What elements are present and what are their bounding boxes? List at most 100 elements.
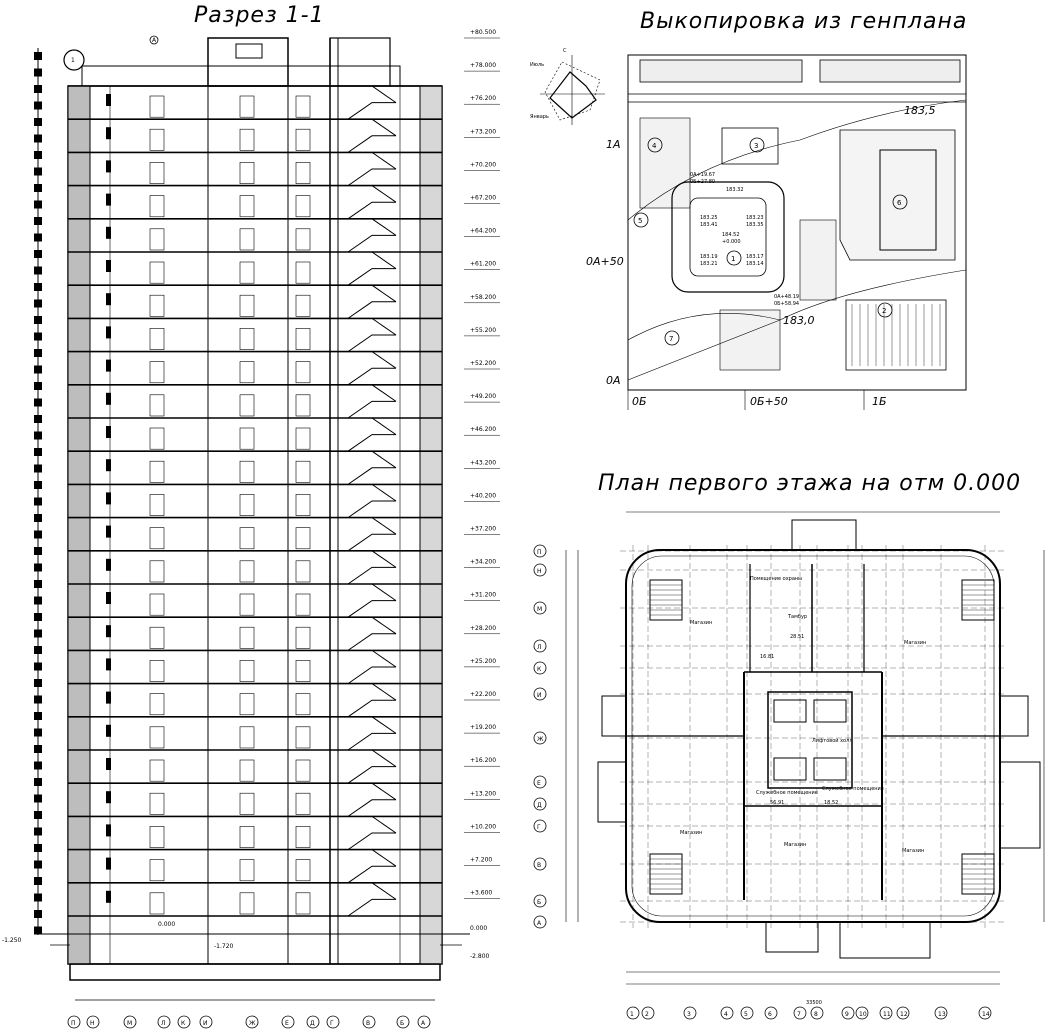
- zone-3: 3: [754, 142, 758, 150]
- door-opening: [149, 759, 165, 782]
- stair-flight: [371, 583, 397, 602]
- window-mark: [106, 857, 111, 870]
- row-axis-label: И: [537, 692, 542, 699]
- roof-parapet: [81, 65, 401, 87]
- door-opening: [239, 593, 255, 616]
- level-label: +70.200: [470, 161, 496, 168]
- axis-label: Б: [400, 1020, 404, 1027]
- door-opening: [149, 892, 165, 915]
- level-label: +49.200: [470, 393, 496, 400]
- facade-hatch-left: [67, 85, 91, 965]
- stair-flight: [371, 284, 397, 303]
- door-opening: [295, 626, 311, 649]
- left-tick: [34, 464, 42, 473]
- stair-flight: [347, 234, 396, 253]
- door-opening: [149, 361, 165, 384]
- col-axis-label: 14: [982, 1011, 990, 1018]
- level-label: +67.200: [470, 195, 496, 202]
- row-axis-bubble: [533, 894, 547, 908]
- elev-a: 183.32: [726, 187, 744, 193]
- left-tick: [34, 629, 42, 638]
- grid-1b: 1Б: [872, 395, 887, 408]
- area-3: 56.91: [770, 800, 784, 806]
- window-mark: [106, 658, 111, 671]
- door-opening: [239, 892, 255, 915]
- door-opening: [239, 228, 255, 251]
- door-opening: [239, 859, 255, 882]
- col-axis-bubble: [764, 1006, 778, 1020]
- door-opening: [295, 527, 311, 550]
- axis-bubble: [326, 1015, 340, 1029]
- stair-flight: [347, 732, 396, 751]
- stair-flight: [371, 550, 397, 568]
- stair-flight: [347, 301, 396, 319]
- floor-slabs: [68, 85, 442, 917]
- door-opening: [239, 560, 255, 583]
- row-axis-label: В: [537, 862, 541, 869]
- row-axis-bubble: [533, 775, 547, 789]
- level-label: +7.200: [470, 857, 492, 864]
- left-tick: [34, 118, 42, 126]
- stair-flight: [347, 566, 396, 585]
- col-axis-label: 11: [883, 1011, 891, 1018]
- row-axis-label: Г: [537, 824, 541, 831]
- door-opening: [295, 162, 311, 184]
- axis-marker-text: А: [152, 37, 157, 44]
- level-label: +19.200: [470, 724, 496, 731]
- door-opening: [149, 693, 165, 716]
- window-mark: [106, 890, 111, 903]
- col-axis-bubble: [793, 1006, 807, 1020]
- grid-0b50: 0Б+50: [750, 395, 788, 408]
- door-opening: [239, 527, 255, 550]
- section-marker-text: 1: [71, 57, 75, 64]
- window-mark: [106, 160, 111, 173]
- col-axis-label: 5: [744, 1011, 748, 1018]
- elev-b2: 183.41: [700, 222, 718, 228]
- door-opening: [149, 593, 165, 616]
- left-tick: [34, 926, 42, 935]
- col-axis-bubble: [934, 1006, 948, 1020]
- room-storage: Помещение охраны: [750, 576, 802, 582]
- row-axis-label: Л: [537, 644, 542, 651]
- window-mark: [106, 592, 111, 604]
- left-tick: [34, 52, 42, 60]
- left-tick: [34, 233, 42, 242]
- stair-flight: [371, 185, 397, 203]
- door-opening: [295, 792, 311, 815]
- col-axis-bubble: [641, 1006, 655, 1020]
- window-mark: [106, 326, 111, 339]
- stair-flight: [371, 782, 397, 801]
- row-axis-bubble: [533, 661, 547, 675]
- stair-flight: [347, 533, 396, 552]
- left-tick: [34, 497, 42, 506]
- stair-flight: [371, 118, 397, 137]
- genplan-title: Выкопировка из генплана: [640, 9, 967, 34]
- level-label: +73.200: [470, 128, 496, 135]
- level-label: +10.200: [470, 823, 496, 830]
- door-opening: [239, 460, 255, 483]
- door-opening: [149, 195, 165, 218]
- door-opening: [239, 394, 255, 417]
- left-tick: [34, 382, 42, 390]
- door-opening: [239, 195, 255, 218]
- door-opening: [239, 328, 255, 350]
- axis-bubble: [362, 1015, 376, 1029]
- wind-june: Июль: [530, 62, 544, 68]
- left-tick: [34, 134, 42, 143]
- door-opening: [239, 95, 255, 118]
- axis-marker-a: [149, 35, 159, 45]
- stair-flight: [371, 85, 397, 104]
- area-1: 28.51: [790, 634, 804, 640]
- axis-bubble: [177, 1015, 191, 1029]
- window-mark: [106, 758, 111, 770]
- room-shop-se: Магазин: [902, 848, 924, 854]
- stair-flight: [347, 135, 396, 153]
- stair-flight: [347, 367, 396, 386]
- left-tick: [34, 728, 42, 737]
- elev-c1: 183.23: [746, 215, 764, 221]
- door-opening: [295, 460, 311, 483]
- left-tick: [34, 530, 42, 539]
- door-opening: [149, 427, 165, 450]
